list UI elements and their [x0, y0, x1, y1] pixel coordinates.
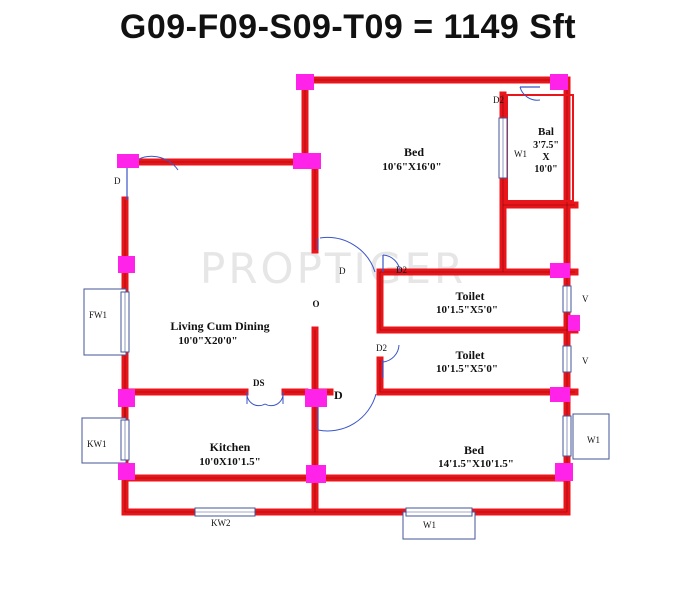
- room-bed-1-name: Bed: [404, 145, 424, 159]
- label-door-entry: D: [114, 176, 121, 186]
- room-bed-2-name: Bed: [464, 443, 484, 457]
- room-toilet-1: Toilet 10'1.5"X5'0": [436, 289, 498, 316]
- window-fw1-box: [83, 288, 127, 356]
- column: [550, 387, 570, 402]
- room-living-name: Living Cum Dining: [170, 319, 269, 333]
- label-door-bed-2: D: [334, 388, 343, 402]
- label-window-balcony: W1: [514, 149, 527, 159]
- room-bed-1: Bed 10'6"X16'0": [382, 145, 441, 173]
- label-door-balcony: D2: [493, 95, 504, 105]
- room-bed-2-size: 14'1.5"X10'1.5": [438, 458, 514, 470]
- room-living-size: 10'0"X20'0": [178, 335, 237, 347]
- window-kw1-box: [81, 417, 127, 464]
- column: [118, 256, 135, 273]
- door-toilet-2-swing: [382, 344, 400, 363]
- room-toilet-1-name: Toilet: [456, 289, 485, 303]
- column: [568, 315, 580, 331]
- column: [118, 389, 135, 407]
- label-door-toilet-1: D2: [396, 265, 407, 275]
- label-ventilator-2: V: [582, 356, 589, 366]
- room-balcony: Bal 3'7.5" X 10'0": [533, 126, 559, 175]
- page-title: G09-F09-S09-T09 = 1149 Sft: [119, 8, 577, 46]
- door-toilet-1-swing: [382, 254, 401, 273]
- label-door-toilet-2: D2: [376, 343, 387, 353]
- label-window-w1-bottom: W1: [423, 520, 436, 530]
- doors: [126, 86, 541, 432]
- door-bed-1-swing: [319, 236, 376, 273]
- column: [550, 263, 570, 278]
- column: [296, 74, 314, 90]
- room-kitchen-size: 10'0X10'1.5": [199, 456, 260, 468]
- room-bed-2: Bed 14'1.5"X10'1.5": [438, 443, 514, 470]
- column: [305, 389, 327, 407]
- label-window-kw2: KW2: [211, 518, 231, 528]
- column: [118, 463, 135, 480]
- label-center-mark: O: [312, 299, 319, 309]
- column: [117, 154, 139, 168]
- room-bed-1-size: 10'6"X16'0": [382, 161, 441, 173]
- column: [306, 465, 326, 483]
- column: [555, 463, 573, 481]
- door-kitchen-swing: [246, 391, 284, 407]
- door-balcony-swing: [519, 86, 541, 101]
- room-balcony-name: Bal: [538, 126, 554, 138]
- label-ventilator-1: V: [582, 294, 589, 304]
- windows: [81, 117, 610, 540]
- label-window-fw1: FW1: [89, 310, 107, 320]
- door-bed-2-swing: [317, 393, 377, 432]
- column: [550, 74, 568, 90]
- label-door-bed-1: D: [339, 266, 346, 276]
- label-window-kw1: KW1: [87, 439, 107, 449]
- room-kitchen: Kitchen 10'0X10'1.5": [199, 440, 260, 468]
- room-kitchen-name: Kitchen: [210, 440, 251, 454]
- label-window-w1-right: W1: [587, 435, 600, 445]
- room-balcony-size-3: 10'0": [534, 164, 557, 175]
- label-kitchen-door: DS: [253, 378, 265, 388]
- room-toilet-1-size: 10'1.5"X5'0": [436, 304, 498, 316]
- room-balcony-size-2: X: [542, 152, 550, 163]
- window-w1-right-box: [572, 413, 610, 460]
- room-toilet-2-size: 10'1.5"X5'0": [436, 363, 498, 375]
- columns: [117, 74, 580, 483]
- room-living: Living Cum Dining 10'0"X20'0": [170, 319, 269, 347]
- room-toilet-2-name: Toilet: [456, 348, 485, 362]
- column: [293, 153, 321, 169]
- room-toilet-2: Toilet 10'1.5"X5'0": [436, 348, 498, 375]
- room-balcony-size-1: 3'7.5": [533, 140, 559, 151]
